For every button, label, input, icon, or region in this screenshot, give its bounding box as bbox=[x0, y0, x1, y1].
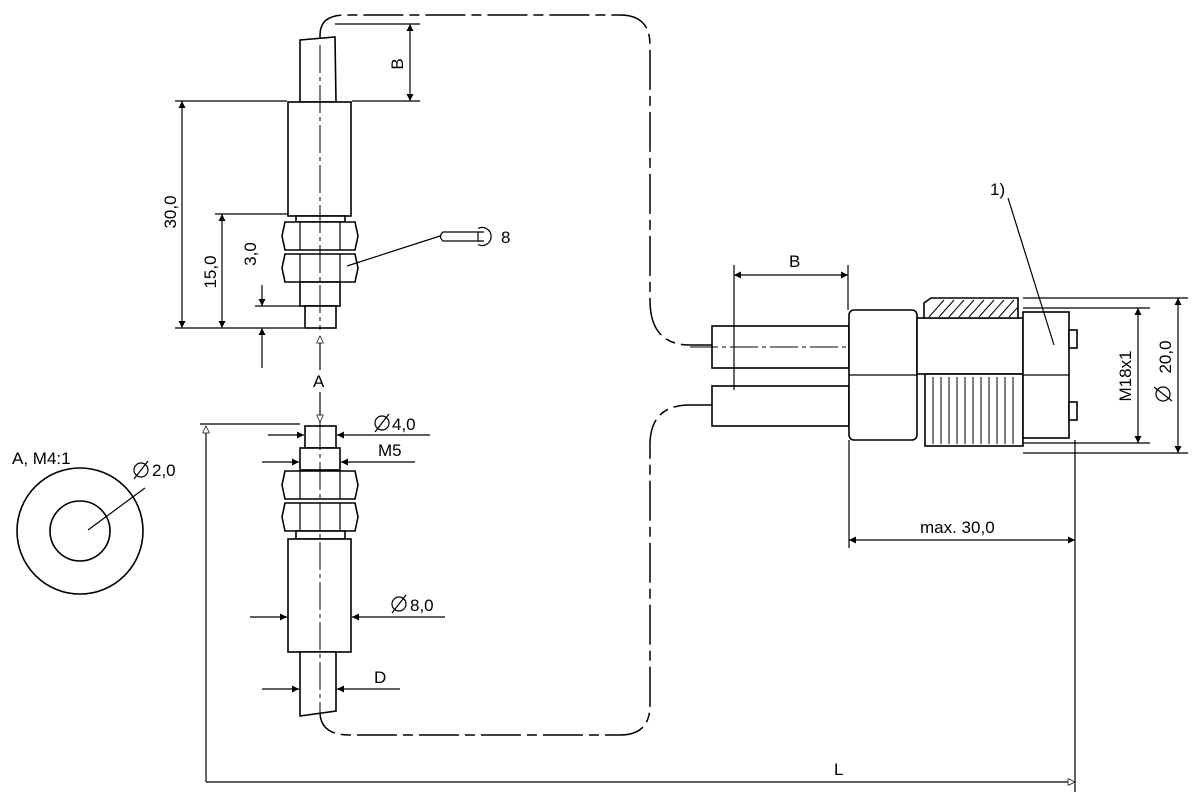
detail-outer-circle bbox=[16, 467, 144, 595]
dim-d8-label: 8,0 bbox=[410, 596, 434, 615]
dim-d-label: D bbox=[374, 668, 386, 687]
dim-d2-label: 2,0 bbox=[152, 461, 176, 480]
diameter-symbol-icon bbox=[1153, 386, 1173, 402]
lower-fiber-end bbox=[711, 385, 850, 427]
connector-assembly bbox=[690, 297, 1078, 447]
dim-l-label: L bbox=[834, 760, 843, 779]
diameter-symbol-icon bbox=[391, 594, 407, 614]
lower-fiber-sleeve bbox=[299, 651, 337, 717]
diameter-symbol-icon bbox=[133, 460, 149, 480]
nut-cap-section bbox=[923, 297, 1019, 319]
upper-nut-1 bbox=[281, 221, 359, 251]
upper-sensor-head bbox=[281, 36, 359, 330]
dim-d20-label: 20,0 bbox=[1156, 340, 1175, 373]
dim-15-label: 15,0 bbox=[201, 255, 220, 288]
connector-neck bbox=[916, 317, 1024, 375]
footnote-label: 1) bbox=[990, 180, 1005, 199]
fiber-cable-lower bbox=[319, 404, 845, 736]
dim-m18-label: M18x1 bbox=[1116, 350, 1135, 401]
detail-a-title: A, M4:1 bbox=[12, 449, 71, 468]
diameter-symbol-icon bbox=[374, 413, 390, 433]
dim-30-label: 30,0 bbox=[161, 195, 180, 228]
fiber-cable-upper bbox=[319, 14, 845, 346]
upper-fiber-sleeve bbox=[299, 36, 337, 103]
dim-d4-label: 4,0 bbox=[392, 415, 416, 434]
wrench-size-label: 8 bbox=[501, 228, 510, 247]
lower-sensor-head bbox=[281, 422, 359, 717]
detail-inner-circle bbox=[49, 500, 111, 562]
dim-m5-label: M5 bbox=[378, 441, 402, 460]
dim-b-top-label: B bbox=[388, 58, 407, 69]
dim-b-right-label: B bbox=[789, 252, 800, 271]
view-a-label: A bbox=[313, 372, 325, 391]
dim-max30-label: max. 30,0 bbox=[920, 518, 995, 537]
dim-3-label: 3,0 bbox=[241, 242, 260, 266]
knurled-nut bbox=[924, 373, 1024, 447]
open-end-wrench-icon bbox=[439, 226, 492, 247]
